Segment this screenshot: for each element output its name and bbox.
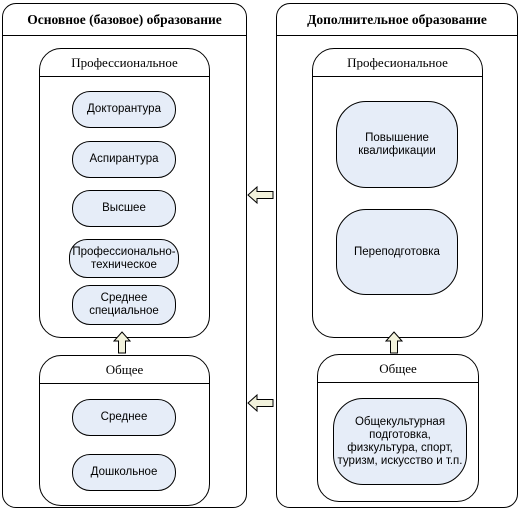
additional-professional-group: Професиональное Повышение квалификации П… [312, 48, 483, 338]
additional-general-title: Общее [318, 355, 478, 383]
up-arrow-left [112, 331, 132, 354]
up-arrow-right [384, 331, 404, 354]
node-retraining: Переподготовка [336, 209, 458, 295]
basic-professional-title: Профессиональное [40, 49, 209, 77]
node-cultural-training: Общекультурная подготовка, физкультура, … [333, 398, 467, 485]
additional-general-group: Общее Общекультурная подготовка, физкуль… [317, 354, 479, 502]
node-postgraduate: Аспирантура [72, 141, 176, 178]
basic-professional-group: Профессиональное Докторантура Аспирантур… [39, 48, 210, 338]
additional-education-panel: Дополнительное образование Професиональн… [276, 3, 518, 508]
basic-education-panel: Основное (базовое) образование Профессио… [2, 3, 247, 508]
node-secondary: Среднее [72, 399, 176, 436]
basic-general-group: Общее Среднее Дошкольное [39, 355, 210, 506]
basic-education-title: Основное (базовое) образование [3, 4, 246, 36]
node-higher: Высшее [72, 190, 176, 227]
additional-education-title: Дополнительное образование [277, 4, 517, 36]
left-arrow-professional [247, 185, 274, 205]
left-arrow-general [247, 393, 274, 413]
node-qualification-upgrade: Повышение квалификации [336, 101, 458, 188]
additional-professional-title: Професиональное [313, 49, 482, 77]
node-secondary-special: Среднее специальное [72, 285, 176, 325]
basic-general-title: Общее [40, 356, 209, 384]
node-doctorate: Докторантура [72, 91, 176, 128]
node-preschool: Дошкольное [72, 454, 176, 491]
node-vocational: Профессионально- техническое [69, 239, 179, 278]
